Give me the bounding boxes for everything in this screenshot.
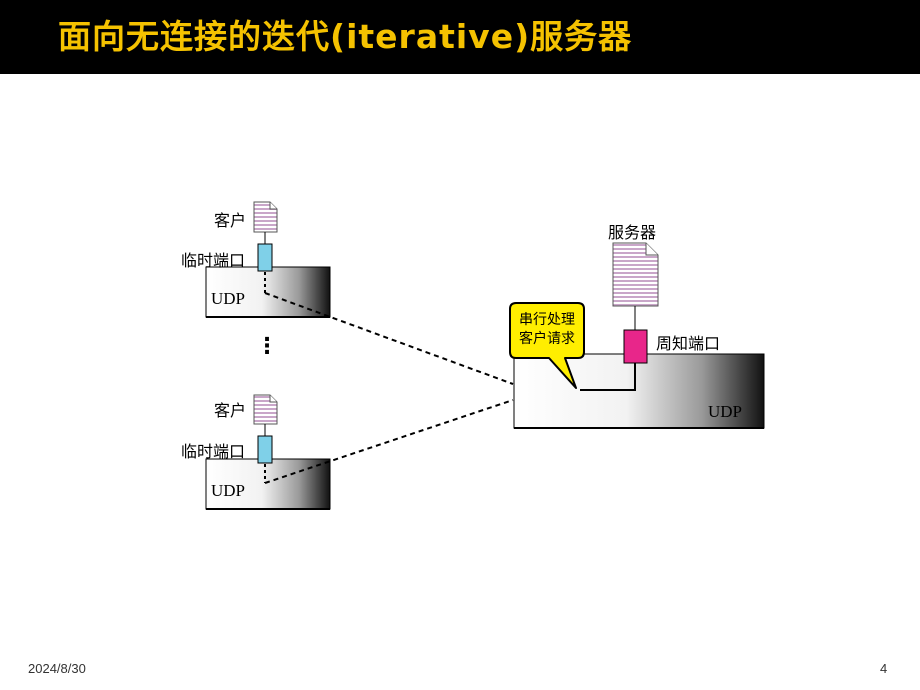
- callout-bubble: [509, 302, 585, 389]
- server-document-icon: [612, 242, 659, 307]
- client-1-ephemeral-port: [257, 243, 273, 272]
- server-label: 服务器: [608, 223, 657, 242]
- title-bar: 面向无连接的迭代(iterative)服务器: [0, 0, 920, 74]
- client-2-ephemeral-port: [257, 435, 273, 464]
- well-known-port-label: 周知端口: [656, 334, 721, 353]
- ellipsis-icon: ⋮: [256, 334, 278, 359]
- client-2-document-icon: [253, 394, 278, 425]
- client-2-ephemeral-port-label: 临时端口: [181, 442, 246, 461]
- footer-date: 2024/8/30: [28, 661, 86, 676]
- client-1-ephemeral-port-label: 临时端口: [181, 251, 246, 270]
- client-2-udp-label: UDP: [211, 481, 246, 500]
- callout-line-2: 客户请求: [519, 331, 575, 347]
- client-1-label: 客户: [214, 211, 247, 230]
- client-2-label: 客户: [214, 401, 247, 420]
- slide-title: 面向无连接的迭代(iterative)服务器: [58, 17, 633, 56]
- client-1-document-icon: [253, 201, 278, 233]
- callout-line-1: 串行处理: [519, 312, 575, 328]
- dashed-link-client-2: [264, 399, 514, 484]
- client-1-udp-label: UDP: [211, 289, 246, 308]
- footer-page-number: 4: [880, 661, 888, 676]
- server-well-known-port: [623, 329, 648, 364]
- server-udp-label: UDP: [708, 402, 743, 421]
- callout-text: 串行处理 客户请求: [512, 311, 582, 349]
- server-internal-path: [580, 363, 636, 391]
- dashed-link-client-1: [264, 292, 514, 385]
